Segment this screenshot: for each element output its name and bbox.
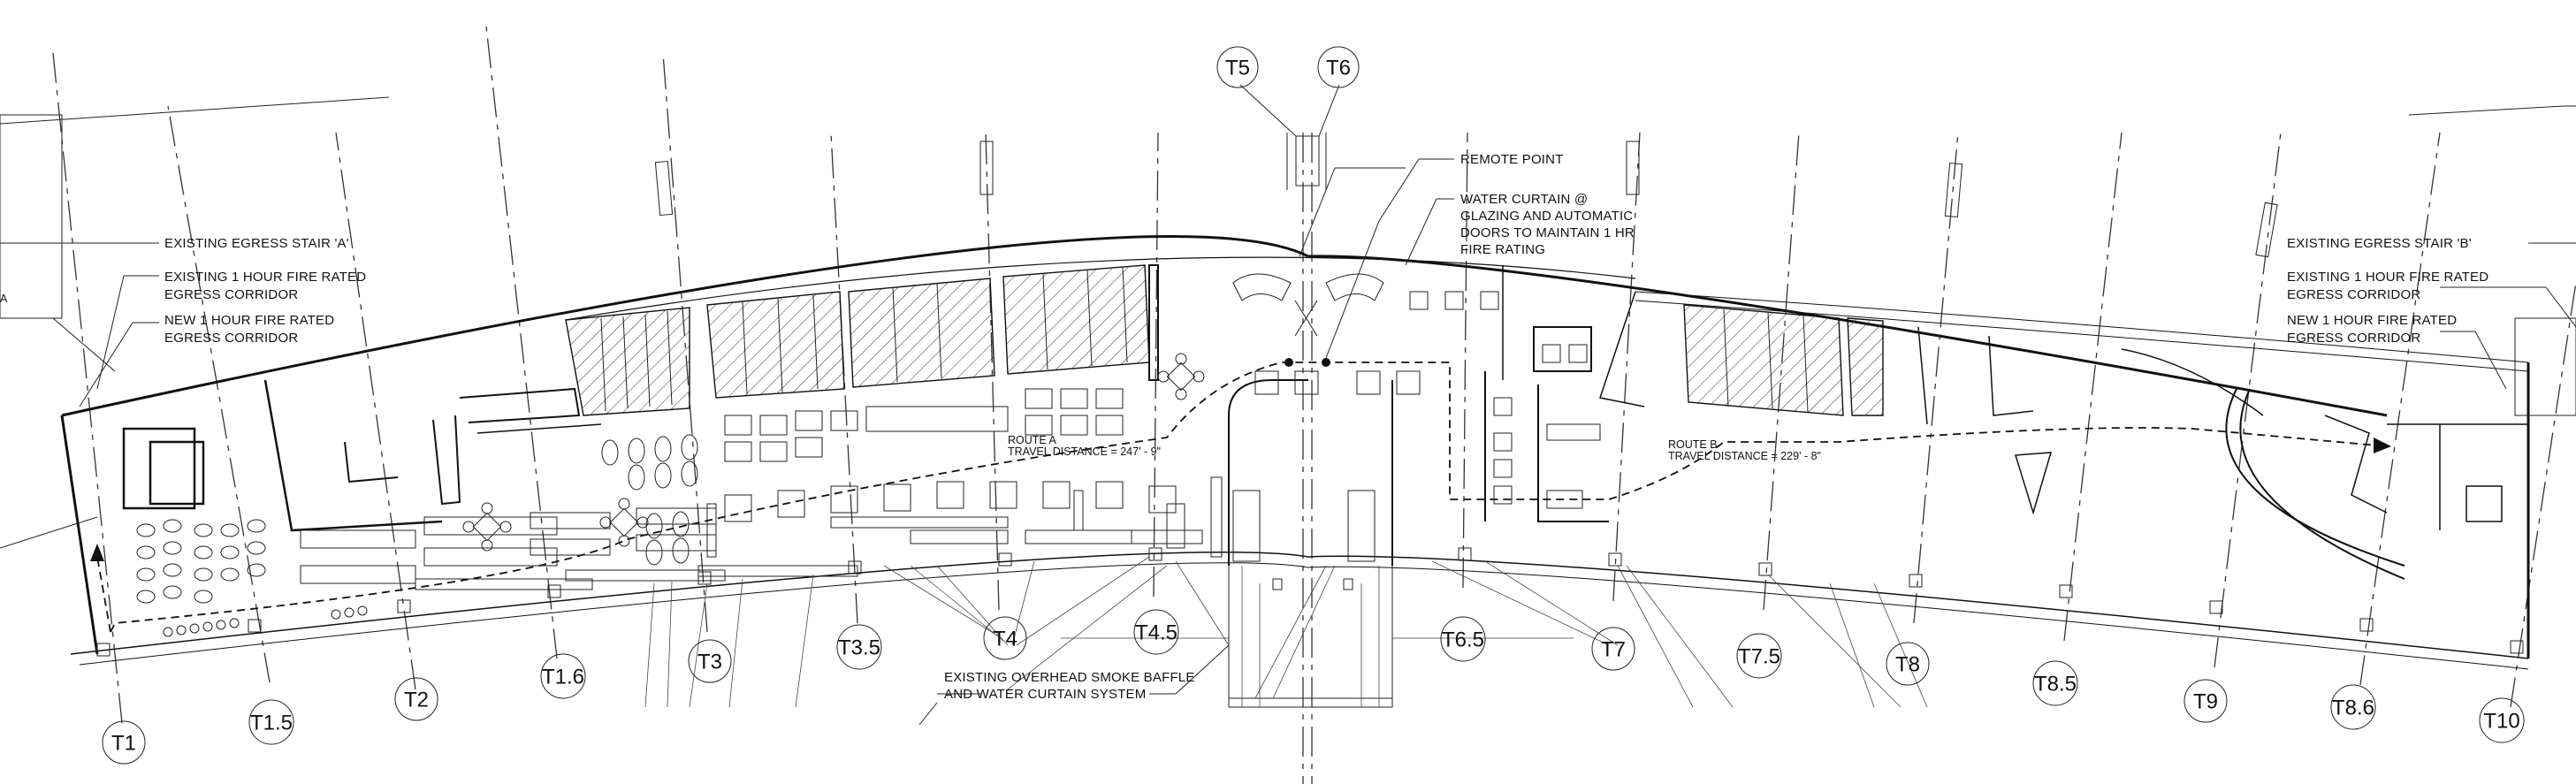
center-axis-lines: [1239, 84, 1340, 784]
toilet-rooms: [565, 264, 1884, 416]
note-new-corridor-right-1: NEW 1 HOUR FIRE RATED: [2287, 313, 2457, 328]
svg-text:T10: T10: [2483, 710, 2519, 734]
leader-lines: [0, 158, 2576, 726]
note-smoke-baffle-1: EXISTING OVERHEAD SMOKE BAFFLE: [944, 670, 1195, 685]
grid-bubble-t1-5: T1.5: [248, 699, 294, 745]
svg-text:T8.6: T8.6: [2332, 696, 2374, 720]
furniture-seating: [96, 273, 2524, 657]
svg-text:T5: T5: [1225, 57, 1250, 80]
svg-text:T3: T3: [697, 651, 722, 674]
annotation-notes: EXISTING EGRESS STAIR 'A' EXISTING 1 HOU…: [0, 152, 2488, 702]
grid-bubble-t7-5: T7.5: [1736, 633, 1782, 679]
grid-bubble-t4-5: T4.5: [1133, 609, 1179, 655]
grid-bubble-t3: T3: [688, 639, 732, 683]
grid-bubble-t2: T2: [394, 677, 438, 721]
note-route-b-2: TRAVEL DISTANCE = 229' - 8": [1668, 450, 1821, 462]
toilet-stalls: [600, 266, 1809, 413]
note-route-b-1: ROUTE B: [1668, 438, 1718, 451]
svg-text:T6.5: T6.5: [1442, 628, 1484, 652]
note-existing-corridor-right-2: EGRESS CORRIDOR: [2287, 287, 2420, 302]
note-new-corridor-left-1: NEW 1 HOUR FIRE RATED: [164, 313, 334, 328]
svg-text:T1: T1: [111, 732, 136, 756]
building-outline: [0, 96, 2576, 670]
svg-text:T9: T9: [2193, 690, 2218, 714]
grid-bubble-t4: T4: [983, 616, 1027, 660]
note-route-a-2: TRAVEL DISTANCE = 247' - 9": [1008, 445, 1161, 458]
grid-bubble-t6: T6: [1317, 46, 1360, 88]
grid-bubble-t6-5: T6.5: [1440, 616, 1486, 662]
note-edge-fragment: A: [0, 293, 8, 305]
svg-text:T1.6: T1.6: [542, 666, 584, 689]
egress-route-a: [90, 358, 2391, 633]
note-stair-a: EXISTING EGRESS STAIR 'A': [164, 236, 349, 251]
note-water-curtain-4: FIRE RATING: [1460, 242, 1545, 257]
svg-text:T2: T2: [404, 689, 429, 712]
grid-bubble-t3-5: T3.5: [836, 624, 882, 670]
svg-text:T7.5: T7.5: [1738, 645, 1780, 669]
svg-text:T6: T6: [1326, 57, 1351, 80]
grid-bubble-t8-5: T8.5: [2032, 660, 2078, 706]
column-markers: [654, 141, 2278, 258]
note-existing-corridor-left-2: EGRESS CORRIDOR: [164, 287, 298, 302]
grid-bubble-t9: T9: [2184, 679, 2228, 723]
grid-bubble-t8: T8: [1886, 642, 1930, 686]
note-existing-corridor-left-1: EXISTING 1 HOUR FIRE RATED: [164, 270, 366, 285]
central-atrium: [1228, 566, 1393, 708]
note-remote-point: REMOTE POINT: [1460, 152, 1564, 167]
note-route-a-1: ROUTE A: [1008, 434, 1057, 446]
note-existing-corridor-right-1: EXISTING 1 HOUR FIRE RATED: [2287, 270, 2488, 285]
note-water-curtain-2: GLAZING AND AUTOMATIC: [1460, 209, 1633, 224]
svg-text:T8: T8: [1895, 653, 1920, 677]
svg-text:T1.5: T1.5: [250, 712, 293, 735]
grid-bubble-t1-6: T1.6: [540, 653, 586, 699]
grid-bubble-t8-6: T8.6: [2330, 684, 2376, 730]
svg-text:T4: T4: [993, 628, 1017, 651]
note-stair-b: EXISTING EGRESS STAIR 'B': [2287, 236, 2472, 251]
grid-bubble-t5: T5: [1216, 46, 1259, 88]
perimeter-bracing: [644, 556, 1928, 708]
grid-bubbles: T1 T1.5 T2 T1.6 T3 T3.5 T4 T4.5 T5 T6 T6…: [102, 46, 2525, 765]
interior-walls: [122, 264, 2528, 580]
svg-text:T8.5: T8.5: [2034, 673, 2077, 696]
grid-bubble-t1: T1: [102, 720, 146, 765]
svg-text:T7: T7: [1601, 638, 1626, 662]
svg-text:T3.5: T3.5: [838, 636, 880, 660]
grid-bubble-t7: T7: [1591, 627, 1635, 671]
svg-text:T4.5: T4.5: [1135, 621, 1177, 645]
note-new-corridor-right-2: EGRESS CORRIDOR: [2287, 331, 2420, 346]
note-water-curtain-1: WATER CURTAIN @: [1460, 192, 1588, 207]
grid-bubble-t10: T10: [2479, 697, 2525, 743]
note-smoke-baffle-2: AND WATER CURTAIN SYSTEM: [944, 687, 1146, 702]
note-new-corridor-left-2: EGRESS CORRIDOR: [164, 331, 298, 346]
note-water-curtain-3: DOORS TO MAINTAIN 1 HR: [1460, 225, 1635, 240]
